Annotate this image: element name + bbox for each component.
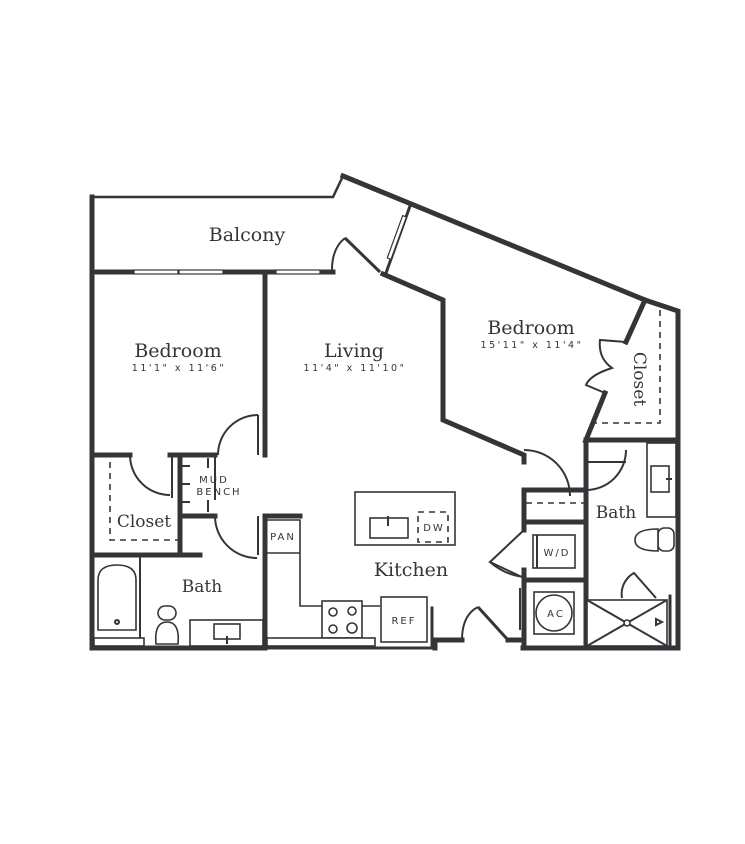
shower-head-icon	[655, 617, 665, 627]
kitchen-label: Kitchen	[374, 559, 448, 581]
door-swings	[129, 338, 657, 642]
bath2-label: Bath	[596, 503, 636, 523]
refrigerator-label: REF	[391, 616, 416, 627]
utility-fixtures: W/D AC	[532, 442, 677, 650]
closet2-label: Closet	[629, 352, 649, 406]
kitchen-fixtures: DW PAN REF	[265, 491, 456, 650]
refrigerator	[380, 596, 428, 643]
bath1-fixtures	[93, 557, 264, 647]
closet-rods	[109, 310, 661, 541]
bedroom2-dimensions: 15'11" x 11'4"	[481, 340, 584, 351]
closet1-label: Closet	[117, 512, 171, 532]
toilet-bowl	[154, 621, 180, 645]
washer-dryer	[532, 534, 576, 569]
toilet-tank	[157, 605, 177, 621]
mud-bench-label-2: BENCH	[196, 487, 241, 498]
shower-drain	[623, 619, 631, 627]
ac-label: AC	[547, 609, 565, 620]
mud-bench: MUD BENCH	[182, 458, 241, 512]
living-dimensions: 11'4" x 11'10"	[304, 363, 407, 374]
bedroom1-dimensions: 11'1" x 11'6"	[132, 363, 226, 374]
exterior-walls	[89, 172, 681, 651]
living-label: Living	[324, 340, 384, 362]
balcony-door-swing	[331, 237, 346, 271]
dishwasher	[417, 511, 449, 543]
pantry-label: PAN	[270, 532, 296, 543]
bedroom1-label: Bedroom	[134, 340, 221, 362]
toilet-tank	[657, 527, 675, 552]
bathtub	[97, 564, 137, 631]
balcony-label: Balcony	[209, 224, 286, 246]
room-labels: Balcony Bedroom 11'1" x 11'6" Living 11'…	[117, 224, 649, 597]
washer-dryer-label: W/D	[544, 548, 571, 559]
mud-bench-label-1: MUD	[199, 475, 229, 486]
bath1-label: Bath	[182, 577, 222, 597]
interior-walls	[89, 269, 681, 651]
toilet-bowl	[634, 528, 659, 552]
bedroom2-label: Bedroom	[487, 317, 574, 339]
dishwasher-label: DW	[423, 523, 445, 534]
balcony-wall	[89, 204, 412, 275]
range-stove	[321, 600, 363, 639]
